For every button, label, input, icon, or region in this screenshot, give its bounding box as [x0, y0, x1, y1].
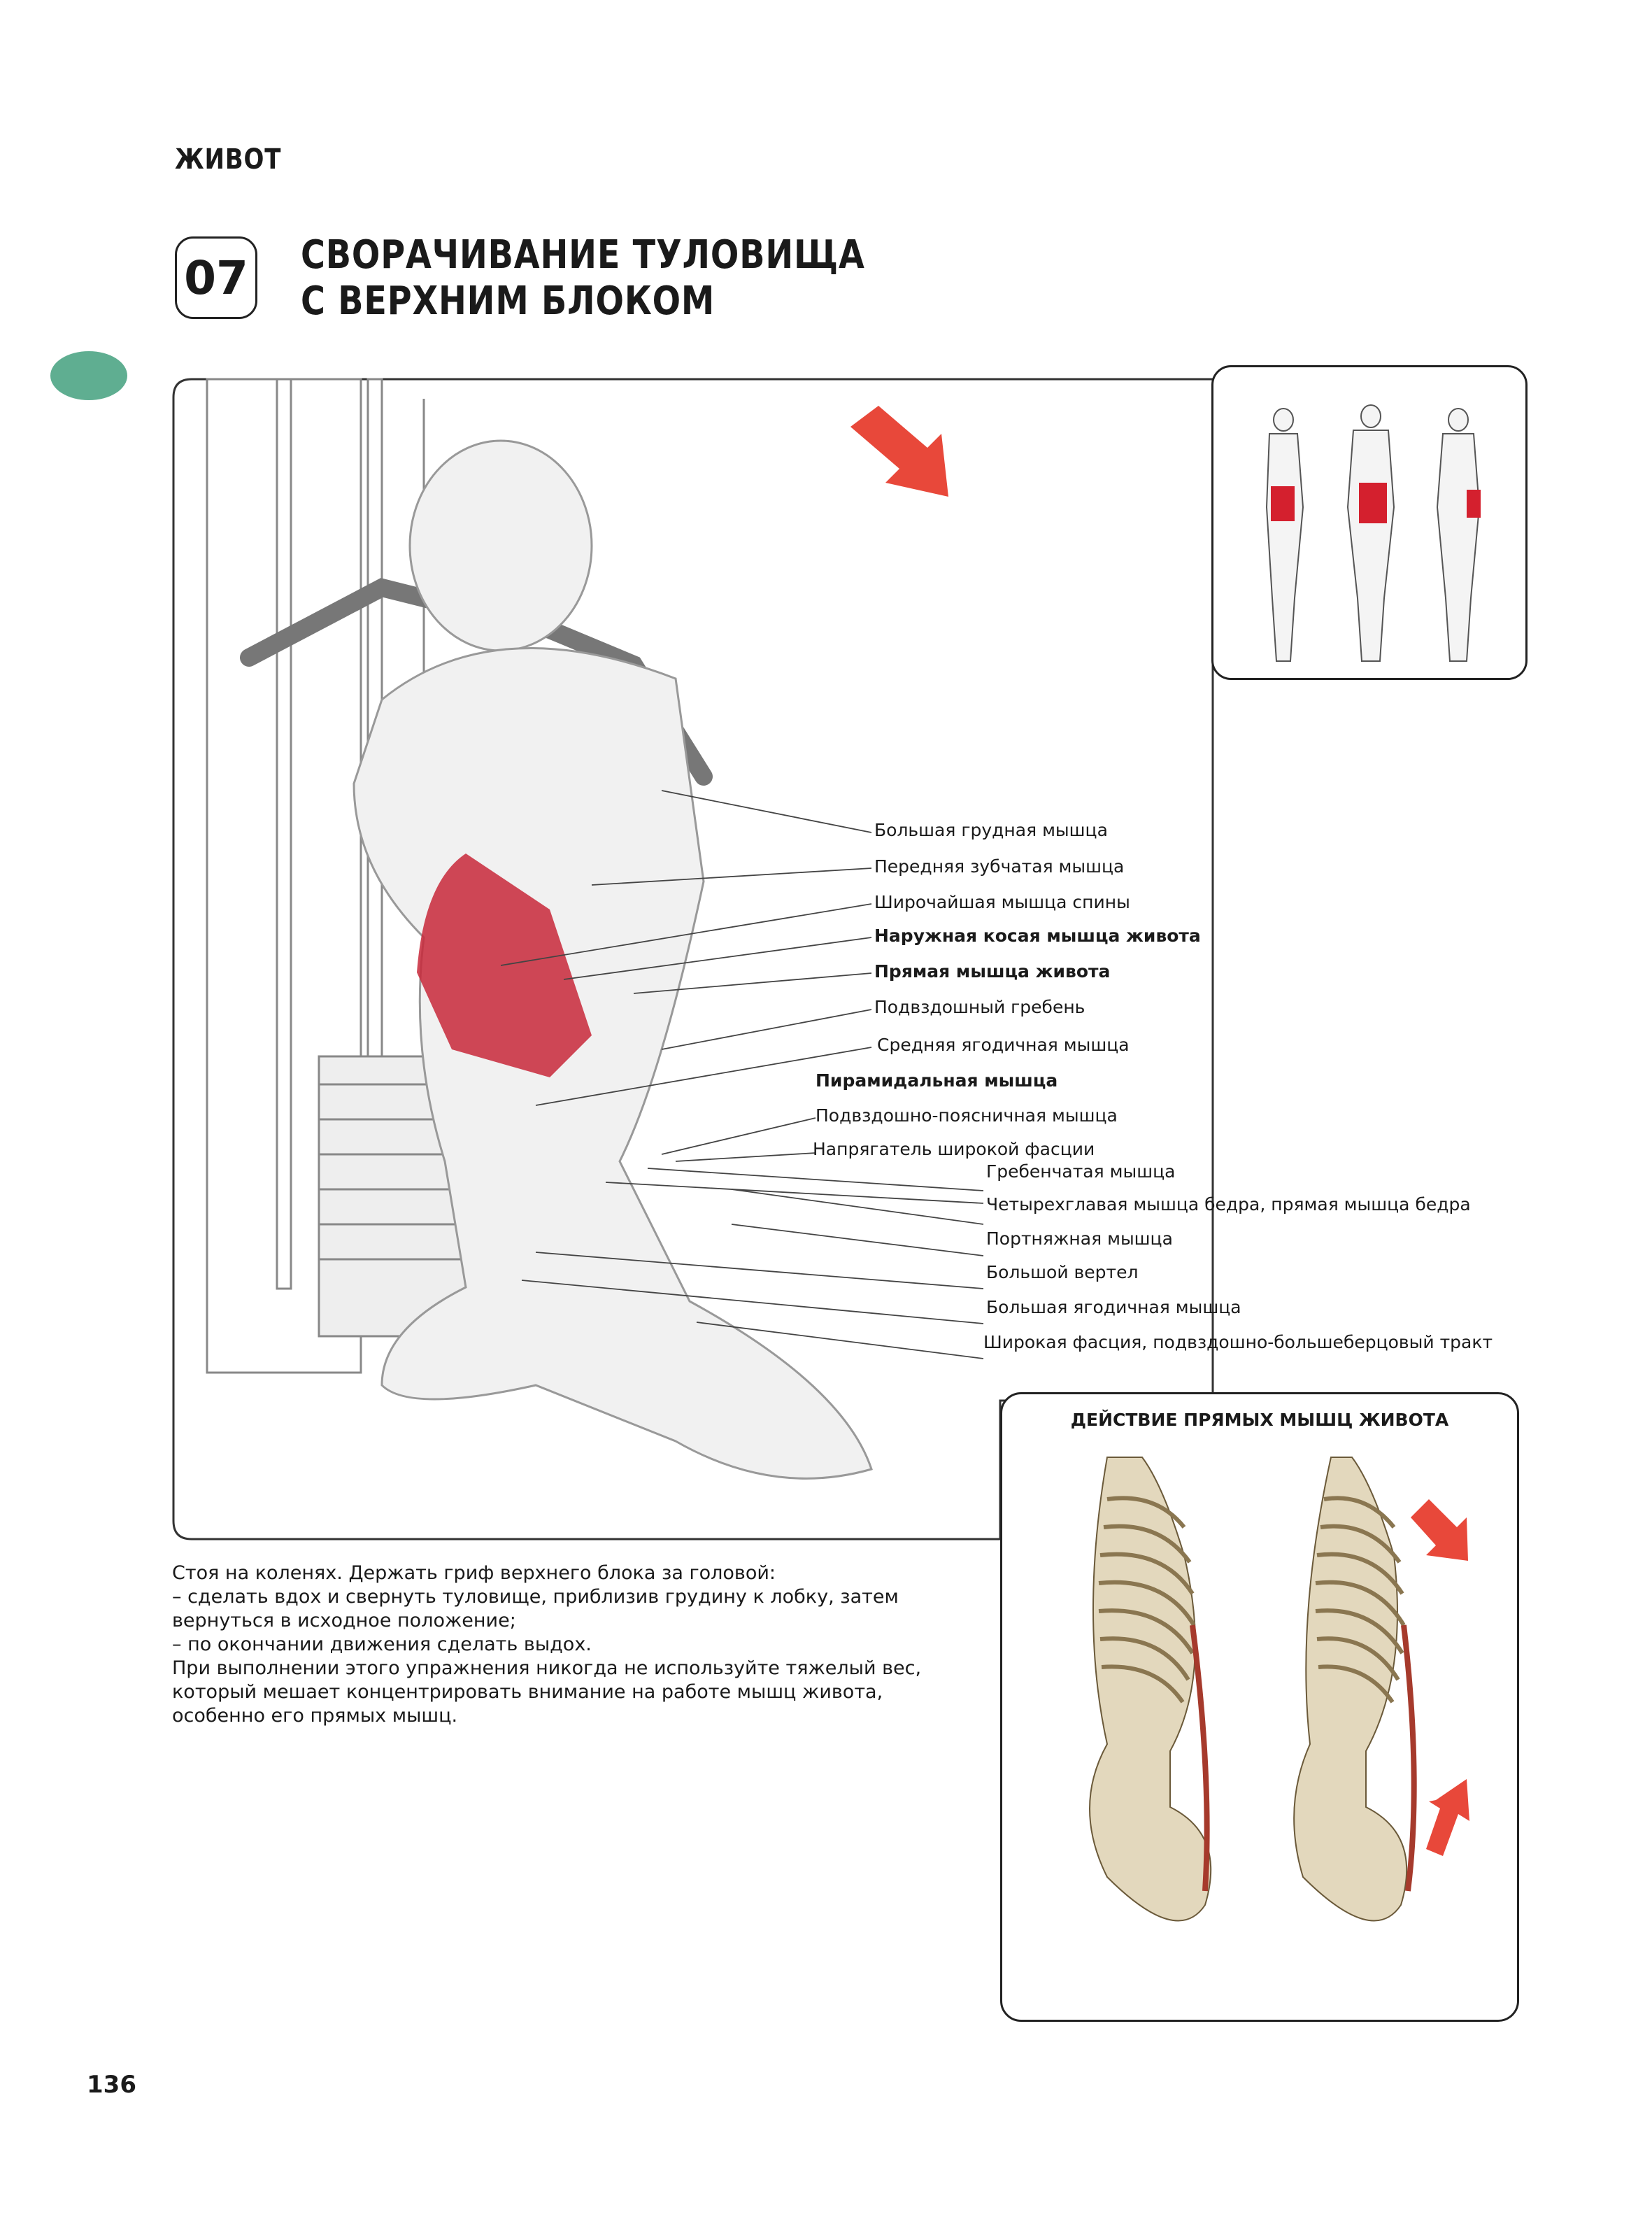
label-greater-trochanter: Большой вертел	[986, 1262, 1139, 1282]
page-number: 136	[87, 2071, 136, 2099]
exercise-description: Стоя на коленях. Держать гриф верхнего б…	[172, 1561, 969, 1728]
label-rectus-abdominis: Прямая мышца живота	[874, 961, 1111, 982]
exercise-title: СВОРАЧИВАНИЕ ТУЛОВИЩА С ВЕРХНИМ БЛОКОМ	[301, 232, 865, 325]
label-iliopsoas: Подвздошно-поясничная мышца	[816, 1105, 1118, 1126]
rectus-right	[1401, 1624, 1417, 1892]
down-arrow	[1411, 1499, 1468, 1561]
label-latissimus-dorsi: Широчайшая мышца спины	[874, 892, 1130, 912]
kneeling-figure	[353, 439, 873, 1480]
label-iliac-crest: Подвздошный гребень	[874, 997, 1085, 1017]
label-gluteus-medius: Средняя ягодичная мышца	[877, 1035, 1130, 1055]
exercise-number: 07	[175, 236, 257, 319]
muscle-map-thumbnail	[1211, 365, 1528, 680]
spine-right	[1293, 1457, 1408, 1922]
three-figures	[1265, 404, 1481, 662]
label-pectoralis-major: Большая грудная мышца	[874, 820, 1108, 840]
up-arrow	[1426, 1779, 1469, 1856]
section-header: ЖИВОТ	[175, 143, 282, 176]
inset-title: ДЕЙСТВИЕ ПРЯМЫХ МЫШЦ ЖИВОТА	[1070, 1410, 1449, 1430]
label-quadriceps: Четырехглавая мышца бедра, прямая мышца …	[986, 1194, 1471, 1214]
description-line-3: – по окончании движения сделать выдох.	[172, 1634, 592, 1655]
label-serratus-anterior: Передняя зубчатая мышца	[874, 856, 1125, 877]
title-line-1: СВОРАЧИВАНИЕ ТУЛОВИЩА	[301, 232, 865, 278]
label-iliotibial-tract: Широкая фасция, подвздошно-большеберцовы…	[983, 1332, 1493, 1352]
thumb-highlight-center	[1359, 483, 1387, 523]
main-illustration	[172, 378, 1214, 1541]
motion-arrow	[850, 406, 948, 497]
spine-illustrations	[1089, 1457, 1469, 1922]
label-sartorius: Портняжная мышца	[986, 1228, 1173, 1249]
thumb-highlight-right	[1467, 490, 1481, 518]
label-tensor-fasciae-latae: Напрягатель широкой фасции	[813, 1139, 1095, 1159]
label-pyramidalis: Пирамидальная мышца	[816, 1070, 1058, 1091]
title-line-2: С ВЕРХНИМ БЛОКОМ	[301, 278, 715, 324]
description-line-1: Стоя на коленях. Держать гриф верхнего б…	[172, 1562, 776, 1584]
section-tab-marker	[50, 351, 127, 400]
thumb-highlight-left	[1271, 486, 1295, 521]
leader-lines	[500, 790, 984, 1359]
label-gluteus-maximus: Большая ягодичная мышца	[986, 1297, 1241, 1317]
rectus-left	[1190, 1624, 1210, 1892]
rectus-action-inset: ДЕЙСТВИЕ ПРЯМЫХ МЫШЦ ЖИВОТА	[1000, 1392, 1519, 2022]
description-line-4: При выполнении этого упражнения никогда …	[172, 1657, 922, 1727]
spine-left	[1089, 1457, 1212, 1922]
label-pectineus: Гребенчатая мышца	[986, 1161, 1176, 1182]
label-external-oblique: Наружная косая мышца живота	[874, 926, 1201, 946]
description-line-2: – сделать вдох и свернуть туловище, приб…	[172, 1586, 899, 1631]
